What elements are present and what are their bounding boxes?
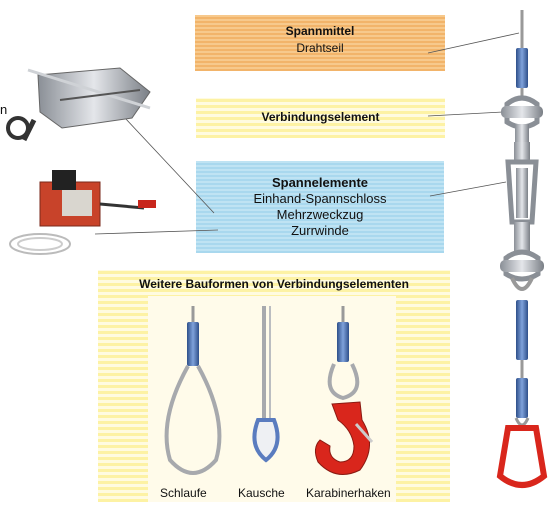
schlaufe-illustration <box>167 306 220 473</box>
karabinerhaken-illustration <box>315 306 372 475</box>
zurrwinde-illustration <box>10 170 156 254</box>
kausche-illustration <box>254 306 277 460</box>
rope-assembly <box>500 10 544 485</box>
leader-lines <box>95 33 519 234</box>
spannschloss-illustration <box>8 68 150 140</box>
